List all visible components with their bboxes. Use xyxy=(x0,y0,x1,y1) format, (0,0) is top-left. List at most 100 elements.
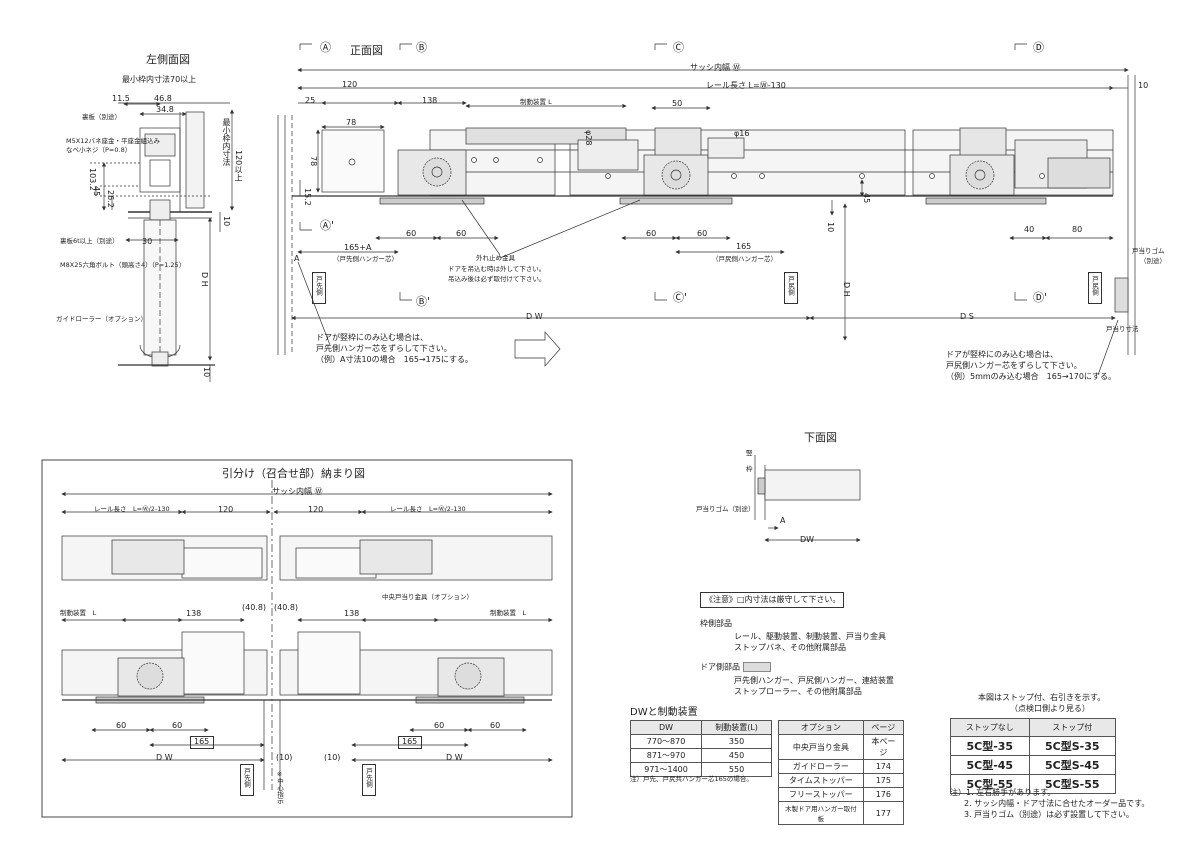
center-stop-label: 中央戸当り金具（オプション） xyxy=(382,593,473,601)
split-center-mark: ※中心指示 xyxy=(275,770,284,804)
dim-26-2: 26.2 xyxy=(106,190,115,208)
frame-label-1: 竪 xyxy=(746,449,753,457)
backplate-6t-label: 裏板6t以上（別途） xyxy=(60,237,119,245)
bolt-label: M8X25六角ボルト（頭高さ4）（P=1.25） xyxy=(60,261,186,269)
option-cell: 中央戸当り金具 xyxy=(778,734,864,760)
model-header-no-stop: ストップなし xyxy=(950,718,1030,737)
min-inner-width-label: 最小枠内寸法70以上 xyxy=(122,75,197,84)
split-view-drawing xyxy=(41,459,573,818)
rail-length: レール長さ L=Ⓦ-130 xyxy=(706,81,786,90)
split-sash-width: サッシ内幅 Ⓦ xyxy=(272,487,323,496)
door-parts-swatch xyxy=(742,662,771,672)
split-dim-60-a: 60 xyxy=(116,721,127,730)
option-table-header-page: ページ xyxy=(862,720,905,735)
dh-front: D H xyxy=(842,282,851,297)
min-inner-height-value: 120以上 xyxy=(234,150,243,182)
dim-60-d: 60 xyxy=(697,229,708,238)
split-rail-left: レール長さ L=Ⓦ/2-130 xyxy=(94,505,170,513)
door-parts-line-1: 戸先側ハンガー、戸尻側ハンガー、連結装置 xyxy=(734,676,894,685)
caution-text: 《注意》□内寸法は厳守して下さい。 xyxy=(705,595,841,604)
model-no-stop-cell: 5C型-55 xyxy=(950,774,1030,794)
split-dw-right: D W xyxy=(446,753,463,762)
split-dim-40-8-a: (40.8) xyxy=(242,603,267,612)
brake-cell: 350 xyxy=(701,734,772,749)
dim-45-front: 45 xyxy=(862,193,871,204)
dim-phi-16: φ16 xyxy=(734,129,750,138)
caution-box: 《注意》□内寸法は厳守して下さい。 xyxy=(700,592,844,608)
brake-cell: 450 xyxy=(701,748,772,763)
tojiri-label-1: 戸尻側 xyxy=(786,276,795,296)
stopper-note-2: 吊込み後は必ず取付けて下さい。 xyxy=(448,275,546,283)
dw-table-note: 注）戸先、戸尻共ハンガー芯165の場合。 xyxy=(630,775,753,783)
model-stop-cell: 5C型S-35 xyxy=(1028,736,1117,756)
section-mark-b: Ⓑ xyxy=(416,41,427,54)
section-mark-b2: Ⓑ' xyxy=(416,295,431,308)
page-cell: 174 xyxy=(862,759,905,774)
tosaki-box: 戸先側 xyxy=(312,272,326,304)
split-dim-165-a: 165 xyxy=(194,737,210,746)
sash-inner-width: サッシ内幅 Ⓦ xyxy=(690,63,741,72)
rubber-stop-separate: （別途） xyxy=(1140,257,1166,265)
note-left-line-3: （例）A寸法10の場合 165→175にする。 xyxy=(316,354,473,364)
bottom-a: A xyxy=(780,516,786,525)
brake-cell: 550 xyxy=(701,762,772,777)
dim-a-mark: A xyxy=(294,254,300,263)
split-tosaki-box-right: 戸先側 xyxy=(362,764,376,796)
bottom-view-drawing xyxy=(754,455,861,543)
section-mark-c: Ⓒ xyxy=(673,41,684,54)
frame-parts-list: レール、駆動装置、制動装置、戸当り金具 ストップバネ、その他附属部品 xyxy=(734,632,886,654)
door-parts-line-2: ストップローラー、その他附属部品 xyxy=(734,686,862,696)
split-dim-60-b: 60 xyxy=(172,721,183,730)
split-dim-60-d: 60 xyxy=(490,721,501,730)
section-mark-d: Ⓓ xyxy=(1033,41,1044,54)
front-view-title: 正面図 xyxy=(350,44,383,57)
split-tosaki-box-left: 戸先側 xyxy=(240,764,254,796)
backplate-label: 裏板（別途） xyxy=(82,113,121,121)
ds-front: D S xyxy=(960,312,974,321)
tosaki-label: 戸先側 xyxy=(314,276,323,296)
dim-78-horizontal: 78 xyxy=(346,118,357,127)
brake-device-l: 制動装置 L xyxy=(520,98,552,106)
stopper-note-1: ドアを吊込む時は外して下さい。 xyxy=(448,265,546,273)
model-notes: 注）1. 左右勝手があります。 2. サッシ内幅・ドア寸法に合せたオーダー品です… xyxy=(950,788,1149,820)
dim-10-front: 10 xyxy=(826,222,835,233)
dim-46-8: 46.8 xyxy=(154,94,172,103)
note-right-line-2: 戸尻側ハンガー芯をずらして下さい。 xyxy=(946,360,1082,370)
dim-165-rear: 165 xyxy=(736,242,752,251)
bottom-dw: DW xyxy=(800,535,815,544)
page-cell: 175 xyxy=(862,773,905,788)
model-note-2: 2. サッシ内幅・ドア寸法に合せたオーダー品です。 xyxy=(964,798,1150,808)
model-caption-1: 本図はストップ付、右引きを示す。 xyxy=(978,693,1106,702)
tojiri-box-1: 戸尻側 xyxy=(784,272,798,304)
dw-front: D W xyxy=(526,312,543,321)
option-cell: フリーストッパー xyxy=(778,787,864,802)
model-caption-2: （点検口側より見る） xyxy=(1010,704,1090,713)
note-right-line-1: ドアが竪枠にのみ込む場合は、 xyxy=(946,350,1058,359)
split-brake-right: 制動装置 L xyxy=(490,609,527,617)
option-cell: 木製ドア用ハンガー取付板 xyxy=(778,801,864,825)
door-parts-title: ドア側部品 xyxy=(700,662,740,672)
table-row: 中央戸当り金具本ページ xyxy=(778,734,905,760)
option-table-header-option: オプション xyxy=(778,720,864,735)
dim-103-2: 103.2 xyxy=(88,168,97,191)
dh-side: D H xyxy=(200,272,209,287)
dim-15-2: 15.2 xyxy=(303,188,312,206)
split-dim-10-a: (10) xyxy=(276,753,293,762)
tojiri-box-2: 戸尻側 xyxy=(1088,272,1102,304)
split-dw-left: D W xyxy=(156,753,173,762)
note-left-line-2: 戸先側ハンガー芯をずらして下さい。 xyxy=(316,343,452,353)
dim-60-b: 60 xyxy=(456,229,467,238)
dim-10-bottom: 10 xyxy=(202,367,211,378)
rear-hanger-center: （戸尻側ハンガー芯） xyxy=(712,255,777,263)
rubber-stop-label: 戸当りゴム xyxy=(1132,247,1165,255)
section-mark-a2: Ⓐ' xyxy=(320,219,335,232)
